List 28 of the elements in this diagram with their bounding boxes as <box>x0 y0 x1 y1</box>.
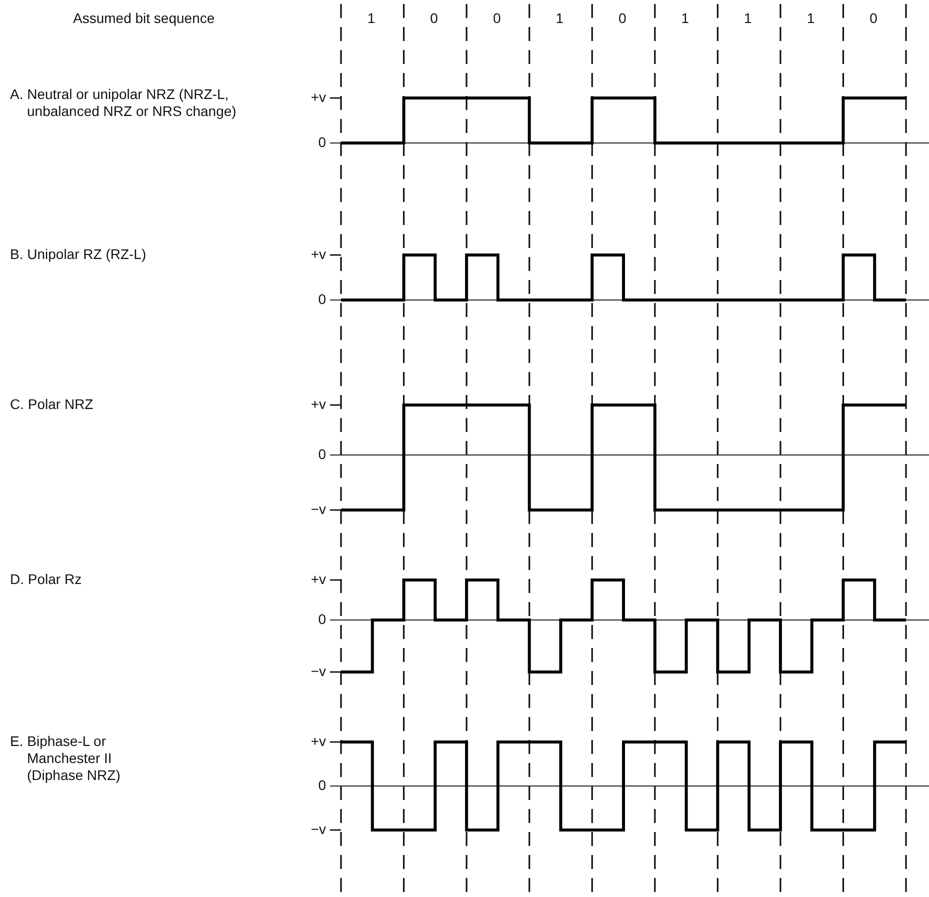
bit-value: 1 <box>556 10 564 27</box>
level-label: +v <box>310 89 326 106</box>
bit-value: 1 <box>744 10 752 27</box>
level-label: +v <box>310 733 326 750</box>
bit-value: 1 <box>367 10 376 27</box>
row-label: A. Neutral or unipolar NRZ (NRZ-L, unbalanced NRZ or NRS change) <box>10 86 238 120</box>
level-label: 0 <box>318 611 326 628</box>
level-label: −v <box>310 663 326 680</box>
level-label: 0 <box>318 134 326 151</box>
bit-value: 0 <box>430 10 438 27</box>
level-label: +v <box>310 571 326 588</box>
bit-value: 1 <box>681 10 690 27</box>
level-label: 0 <box>318 291 326 308</box>
row-label: B. Unipolar RZ (RZ-L) <box>10 246 148 263</box>
bit-value: 1 <box>806 10 815 27</box>
bit-value: 0 <box>492 10 501 27</box>
level-label: +v <box>310 396 326 413</box>
level-label: −v <box>310 821 326 838</box>
bit-value: 0 <box>870 10 878 27</box>
level-label: +v <box>310 246 326 263</box>
bit-value: 0 <box>618 10 626 27</box>
row-label: D. Polar Rz <box>10 571 83 588</box>
row-label: E. Biphase-L or Manchester II (Diphase NRZ) <box>10 733 122 784</box>
level-label: −v <box>310 501 326 518</box>
level-label: 0 <box>318 777 326 794</box>
heading: Assumed bit sequence <box>73 10 215 27</box>
row-label: C. Polar NRZ <box>10 396 94 413</box>
level-label: 0 <box>318 446 326 463</box>
